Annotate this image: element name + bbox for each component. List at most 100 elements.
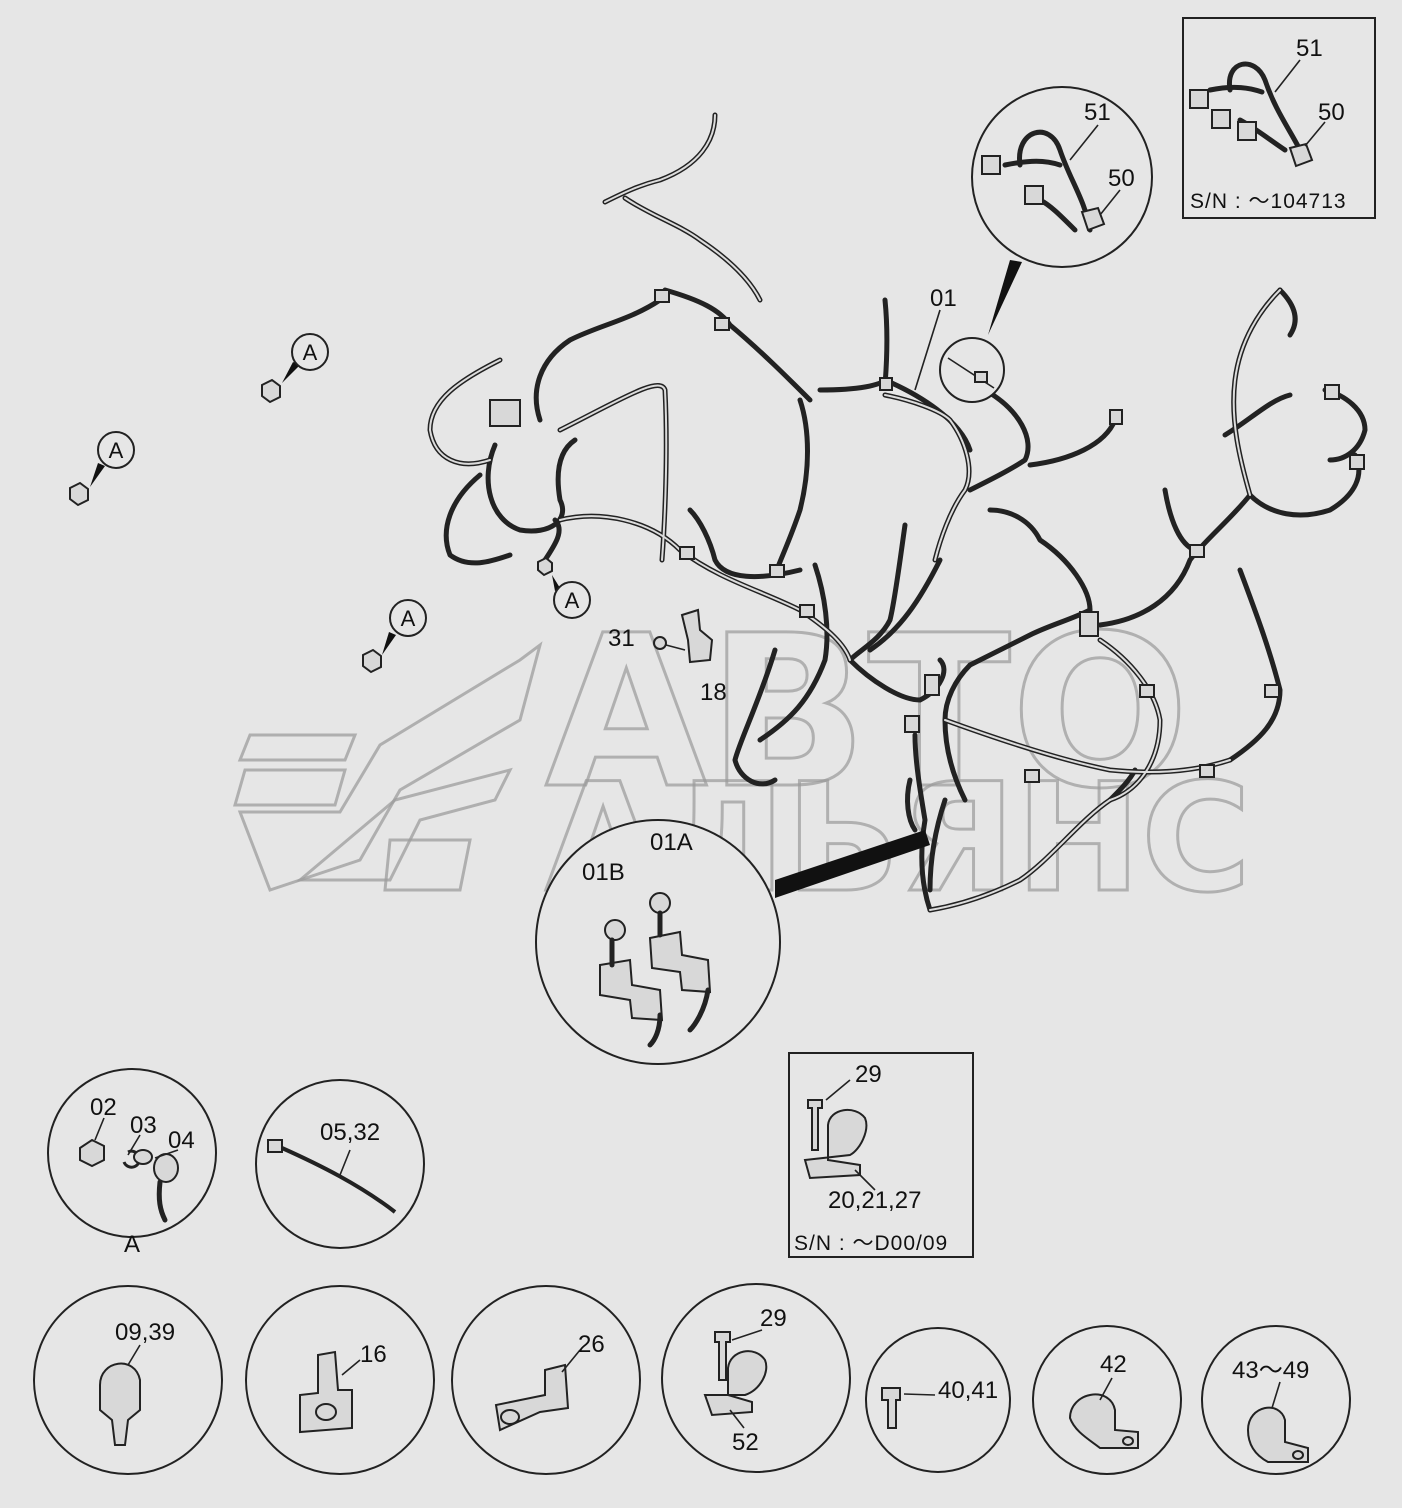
box-label-50: 50: [1318, 99, 1345, 126]
ground-terminal-detail-circle: [535, 819, 930, 1065]
nut-icon: [362, 648, 382, 674]
leader-01: [914, 309, 941, 391]
leader-wedge: [988, 260, 1022, 335]
top-detail-circle: [971, 86, 1153, 335]
label-29: 29: [760, 1305, 787, 1332]
leader-wedge: [775, 830, 930, 898]
label-40-41: 40,41: [938, 1377, 998, 1404]
ref-a-label: A: [109, 438, 124, 463]
clamp-box-label-parts: 20,21,27: [828, 1187, 921, 1214]
main-harness-wire-highlights: [429, 114, 1281, 911]
clamp-43-icon: [1246, 1406, 1309, 1463]
detail-circle-cable-tie: [255, 1079, 425, 1249]
callout-01b: 01B: [582, 859, 625, 886]
harness-connector: [1349, 454, 1365, 470]
ref-a-circle: A: [97, 431, 135, 469]
label-16: 16: [360, 1341, 387, 1368]
harness-clip: [1189, 544, 1205, 558]
harness-clip: [1264, 684, 1280, 698]
connector-icon: [1080, 206, 1106, 232]
label-05-32: 05,32: [320, 1119, 380, 1146]
callout-31: 31: [608, 625, 635, 652]
connector-detail-circle-small: [939, 337, 1005, 403]
bolt-31-icon: [653, 636, 667, 650]
relay-connector: [489, 399, 521, 427]
ref-a-circle: A: [291, 333, 329, 371]
clamp-52-icon: [703, 1350, 768, 1417]
ref-a-circle: A: [389, 599, 427, 637]
harness-connector: [904, 715, 920, 733]
clamp-serial-box: [788, 1052, 974, 1258]
ring-terminal-icon: [604, 919, 626, 941]
nut-icon: [537, 556, 553, 577]
label-03: 03: [130, 1112, 157, 1139]
plate-16-icon: [299, 1350, 353, 1434]
harness-clip: [714, 317, 730, 331]
harness-connector: [1109, 409, 1123, 425]
label-42: 42: [1100, 1351, 1127, 1378]
callout-01: 01: [930, 285, 957, 312]
bracket-18-icon: [680, 608, 714, 664]
nuts-ref-a: [69, 362, 560, 674]
label-52: 52: [732, 1429, 759, 1456]
detail-circle-clip: [33, 1285, 223, 1475]
detail-circle-clamp-42: [1032, 1325, 1182, 1475]
harness-clip: [769, 564, 785, 578]
harness-connector: [924, 674, 940, 696]
harness-clip: [1199, 764, 1215, 778]
detail-circle-bolt-40: [865, 1327, 1011, 1473]
leader-arrow: [282, 362, 300, 383]
harness-clip: [1024, 769, 1040, 783]
connector-icon: [1024, 185, 1044, 205]
harness-clip: [679, 546, 695, 560]
ref-a-label: A: [401, 606, 416, 631]
ref-a-label: A: [565, 588, 580, 613]
cable-tie-head-icon: [267, 1139, 283, 1153]
harness-clip: [799, 604, 815, 618]
nut-icon: [261, 378, 281, 404]
bolt-40-icon: [881, 1387, 901, 1429]
box-serial-104713: S/N : ～104713: [1190, 190, 1347, 213]
box-label-51: 51: [1296, 35, 1323, 62]
detail-circle-nut-set: [47, 1068, 217, 1238]
watermark-logo: [233, 641, 543, 892]
label-26: 26: [578, 1331, 605, 1358]
connector-icon: [1189, 89, 1209, 109]
connector-icon: [1288, 142, 1314, 168]
label-43-49: 43～49: [1232, 1357, 1309, 1384]
top-right-serial-box: [1182, 17, 1376, 219]
ring-terminal-icon: [153, 1153, 179, 1183]
label-04: 04: [168, 1127, 195, 1154]
harness-clip: [1139, 684, 1155, 698]
label-09-39: 09,39: [115, 1319, 175, 1346]
harness-clips: [489, 289, 1365, 783]
ref-a-label: A: [303, 340, 318, 365]
connector-icon: [981, 155, 1001, 175]
connector-icon: [1211, 109, 1231, 129]
nut-02-icon: [79, 1138, 105, 1168]
bolt-31-and-bracket-18: [653, 608, 714, 664]
harness-clip: [654, 289, 670, 303]
ring-terminal-icon: [649, 892, 671, 914]
callout-01a: 01A: [650, 829, 693, 856]
clamp-box-label-29: 29: [855, 1061, 882, 1088]
connector-icon: [1237, 121, 1257, 141]
harness-clip: [879, 377, 893, 391]
nut-icon: [69, 481, 89, 507]
clamp-42-icon: [1068, 1393, 1139, 1449]
bolt-29-icon: [807, 1099, 823, 1151]
detail-circle-clamp-43: [1201, 1325, 1351, 1475]
leader-arrow: [552, 575, 560, 591]
clamp-icon: [803, 1109, 868, 1180]
label-02: 02: [90, 1094, 117, 1121]
leader-arrow: [90, 463, 105, 487]
harness-connector: [1079, 611, 1099, 637]
bolt-29-icon: [714, 1331, 731, 1381]
detail-circle-plate-16: [245, 1285, 435, 1475]
clip-icon: [99, 1362, 141, 1446]
harness-connector: [1324, 384, 1340, 400]
callout-18: 18: [700, 679, 727, 706]
detail-circle-plate-26: [451, 1285, 641, 1475]
